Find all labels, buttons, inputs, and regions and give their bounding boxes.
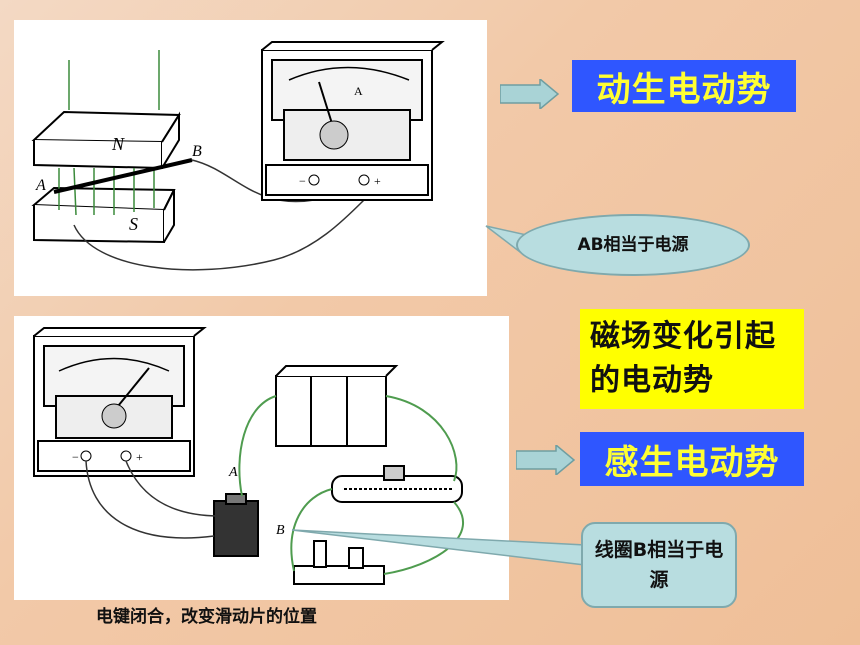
field-change-emf-label: 磁场变化引起的电动势 [580, 309, 804, 409]
terminal-plus [358, 174, 370, 186]
meter-coil [101, 403, 127, 429]
induced-emf-illustration: − + A B [33, 327, 464, 585]
meter-scale-label: A [354, 84, 363, 98]
caption: 电键闭合，改变滑动片的位置 [96, 607, 317, 627]
magnet-n-pole [31, 110, 181, 170]
terminal-minus-label: − [299, 174, 306, 188]
coil-label-a: A [228, 465, 238, 480]
rheostat [331, 465, 463, 503]
meter-scale [288, 66, 410, 81]
terminal-plus-label: + [374, 174, 381, 188]
induced-emf-label: 感生电动势 [580, 432, 804, 486]
terminal-plus-label: + [136, 450, 143, 464]
meter-scale [58, 357, 170, 372]
terminal-minus [308, 174, 320, 186]
arrow-to-motional [500, 79, 560, 109]
rod-end-b: B [192, 143, 202, 160]
motional-emf-diagram: N S A B A [14, 20, 487, 296]
coil-b-source-callout: 线圈B相当于电源 [581, 522, 737, 608]
rod-ab [53, 158, 193, 194]
switch [293, 540, 385, 585]
arrow-to-induced [516, 445, 576, 475]
ab-source-callout: AB相当于电源 [516, 214, 750, 276]
wire-a [73, 199, 365, 271]
induced-emf-diagram: − + A B [14, 316, 509, 600]
meter-wires [85, 460, 221, 539]
field-lines [58, 50, 160, 216]
magnet-s-pole [31, 186, 176, 244]
motional-emf-label: 动生电动势 [572, 60, 796, 112]
meter-needle [113, 367, 150, 412]
wire-b [191, 159, 315, 203]
s-pole-label: S [129, 214, 138, 234]
galvanometer [261, 41, 445, 201]
battery-pack [275, 365, 399, 447]
coil-label-b: B [276, 523, 285, 538]
n-pole-label: N [111, 134, 125, 154]
terminal-minus-label: − [72, 450, 79, 464]
rod-end-a: A [35, 177, 46, 194]
motional-emf-illustration: N S A B A [31, 41, 445, 271]
meter-coil [319, 120, 349, 150]
coil-b [213, 493, 259, 557]
